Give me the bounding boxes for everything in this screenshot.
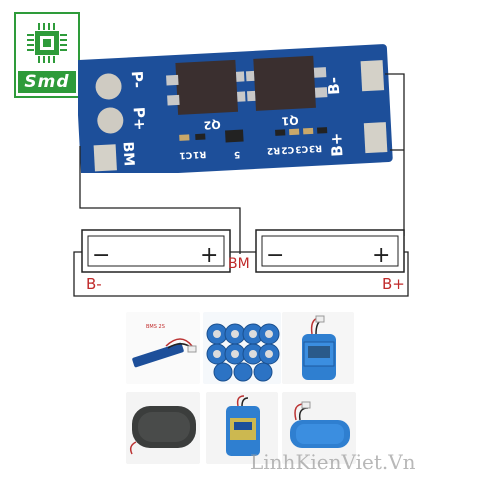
- svg-text:B+: B+: [327, 132, 346, 157]
- svg-text:C3: C3: [295, 143, 308, 154]
- photo-open-pack: [206, 392, 278, 464]
- photo-shrink-pack: [126, 392, 200, 464]
- wiring-diagram: − + − +: [73, 73, 409, 297]
- ic-u: [225, 129, 244, 143]
- photo-cell-bundle: [203, 312, 281, 384]
- b-minus-label: B-: [86, 275, 102, 293]
- pad-p-minus: [95, 73, 122, 100]
- svg-text:BMS 2S: BMS 2S: [146, 324, 165, 330]
- photo-two-cell-pack: [282, 312, 354, 384]
- cell-2-plus: +: [372, 243, 390, 268]
- watermark: LinhKienViet.Vn: [250, 450, 416, 474]
- b-plus-label: B+: [382, 275, 405, 293]
- svg-text:R2: R2: [267, 145, 281, 156]
- mosfet-q2: [175, 59, 239, 115]
- svg-text:C1: C1: [179, 149, 192, 160]
- chip-icon: [27, 23, 67, 63]
- svg-text:BM: BM: [119, 141, 136, 166]
- svg-text:C2: C2: [281, 144, 294, 155]
- svg-text:B-: B-: [324, 77, 343, 96]
- photo-side-pack: [282, 392, 356, 464]
- svg-text:Q2: Q2: [203, 118, 221, 132]
- cell-2-minus: −: [266, 243, 284, 268]
- bm-label: BM: [228, 256, 250, 272]
- pad-bm: [93, 144, 117, 172]
- svg-text:P+: P+: [130, 107, 149, 131]
- svg-text:Q1: Q1: [281, 114, 299, 128]
- svg-text:R3: R3: [309, 142, 323, 153]
- bms-board: P- P+ BM B- B+ Q2 Q1 C1 R1 5 R2 C2 C3 R3: [78, 44, 393, 173]
- cell-1-minus: −: [92, 243, 110, 268]
- svg-text:P-: P-: [128, 71, 147, 89]
- brand-logo: Smd: [14, 12, 80, 98]
- pad-b-plus: [363, 122, 388, 154]
- svg-text:5: 5: [234, 149, 241, 159]
- pad-b-minus: [360, 60, 385, 92]
- cell-1-plus: +: [200, 243, 218, 268]
- photo-small-board: BMS 2S: [126, 312, 200, 384]
- pad-p-plus: [97, 107, 124, 134]
- svg-text:R1: R1: [193, 149, 207, 160]
- mosfet-q1: [253, 55, 316, 111]
- logo-text: Smd: [18, 71, 76, 93]
